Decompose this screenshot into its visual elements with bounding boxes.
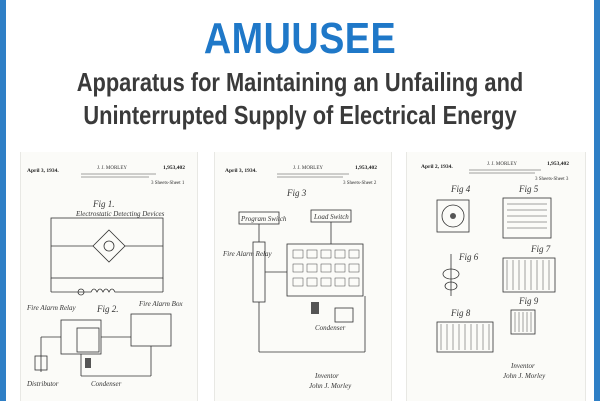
sheet-3-inventor-name: John J. Morley — [503, 372, 546, 380]
patent-sheet-1: April 3, 1934. J. J. MORLEY 1,953,402 3 … — [20, 152, 198, 401]
sheet-3-fig-9: Fig 9 — [518, 296, 539, 306]
sheet-1-author: J. J. MORLEY — [97, 166, 127, 171]
sheet-2-box-3: Fire Alarm Relay — [222, 250, 272, 258]
sheet-1-bottom-left: Distributor — [26, 380, 59, 388]
sheet-1-bottom-right: Condenser — [91, 380, 122, 388]
sheet-1-number: 1,953,402 — [163, 165, 185, 171]
sheet-1-fig-a: Fig 1. — [92, 199, 115, 209]
sheet-2-inventor-name: John J. Morley — [309, 382, 352, 390]
patent-drawing-3: April 2, 1934. J. J. MORLEY 1,953,402 3 … — [421, 161, 569, 380]
sheet-2-date: April 3, 1934. — [225, 168, 257, 174]
patent-sheet-2: April 3, 1934. J. J. MORLEY 1,953,402 3 … — [214, 152, 392, 401]
sheet-3-fig-7: Fig 7 — [530, 244, 551, 254]
sheet-2-sheet-label: 3 Sheets-Sheet 2 — [343, 181, 377, 186]
sheet-3-fig-4: Fig 4 — [450, 184, 471, 194]
poster-page: AMUUSEE Apparatus for Maintaining an Unf… — [6, 0, 594, 401]
sheet-1-sheet-label: 3 Sheets-Sheet 1 — [151, 181, 185, 186]
sheet-1-fig-a-note: Electrostatic Detecting Devices — [75, 210, 165, 218]
subtitle-line-2: Uninterrupted Supply of Electrical Energ… — [83, 100, 517, 130]
sheet-1-fig-b-note: Fire Alarm Box — [138, 300, 183, 308]
sheet-3-author: J. J. MORLEY — [487, 162, 517, 167]
sheet-2-box-2: Load Switch — [313, 213, 349, 221]
patent-drawing-1: April 3, 1934. J. J. MORLEY 1,953,402 3 … — [26, 165, 185, 388]
patent-sheet-3: April 2, 1934. J. J. MORLEY 1,953,402 3 … — [406, 152, 586, 401]
sheet-1-date: April 3, 1934. — [27, 168, 59, 174]
sheet-2-inventor-label: Inventor — [314, 372, 339, 380]
sheet-2-fig-a: Fig 3 — [286, 188, 307, 198]
sheet-3-fig-5: Fig 5 — [518, 184, 539, 194]
sheet-1-left-note: Fire Alarm Relay — [26, 304, 76, 312]
sheet-2-box-1: Program Switch — [240, 215, 287, 223]
sheet-2-author: J. J. MORLEY — [293, 166, 323, 171]
sheet-3-sheet-label: 3 Sheets-Sheet 3 — [535, 177, 569, 182]
sheet-2-box-4: Condenser — [315, 324, 346, 332]
patent-drawing-2: April 3, 1934. J. J. MORLEY 1,953,402 3 … — [222, 165, 377, 390]
page-title: AMUUSEE — [203, 14, 397, 63]
sheet-3-fig-8: Fig 8 — [450, 308, 471, 318]
sheet-3-number: 1,953,402 — [547, 161, 569, 167]
sheet-1-fig-b: Fig 2. — [96, 304, 119, 314]
sheet-3-date: April 2, 1934. — [421, 164, 453, 170]
sheet-3-fig-6: Fig 6 — [458, 252, 479, 262]
sheet-2-number: 1,953,402 — [355, 165, 377, 171]
subtitle-line-1: Apparatus for Maintaining an Unfailing a… — [76, 67, 524, 97]
sheet-3-inventor-label: Inventor — [510, 362, 535, 370]
